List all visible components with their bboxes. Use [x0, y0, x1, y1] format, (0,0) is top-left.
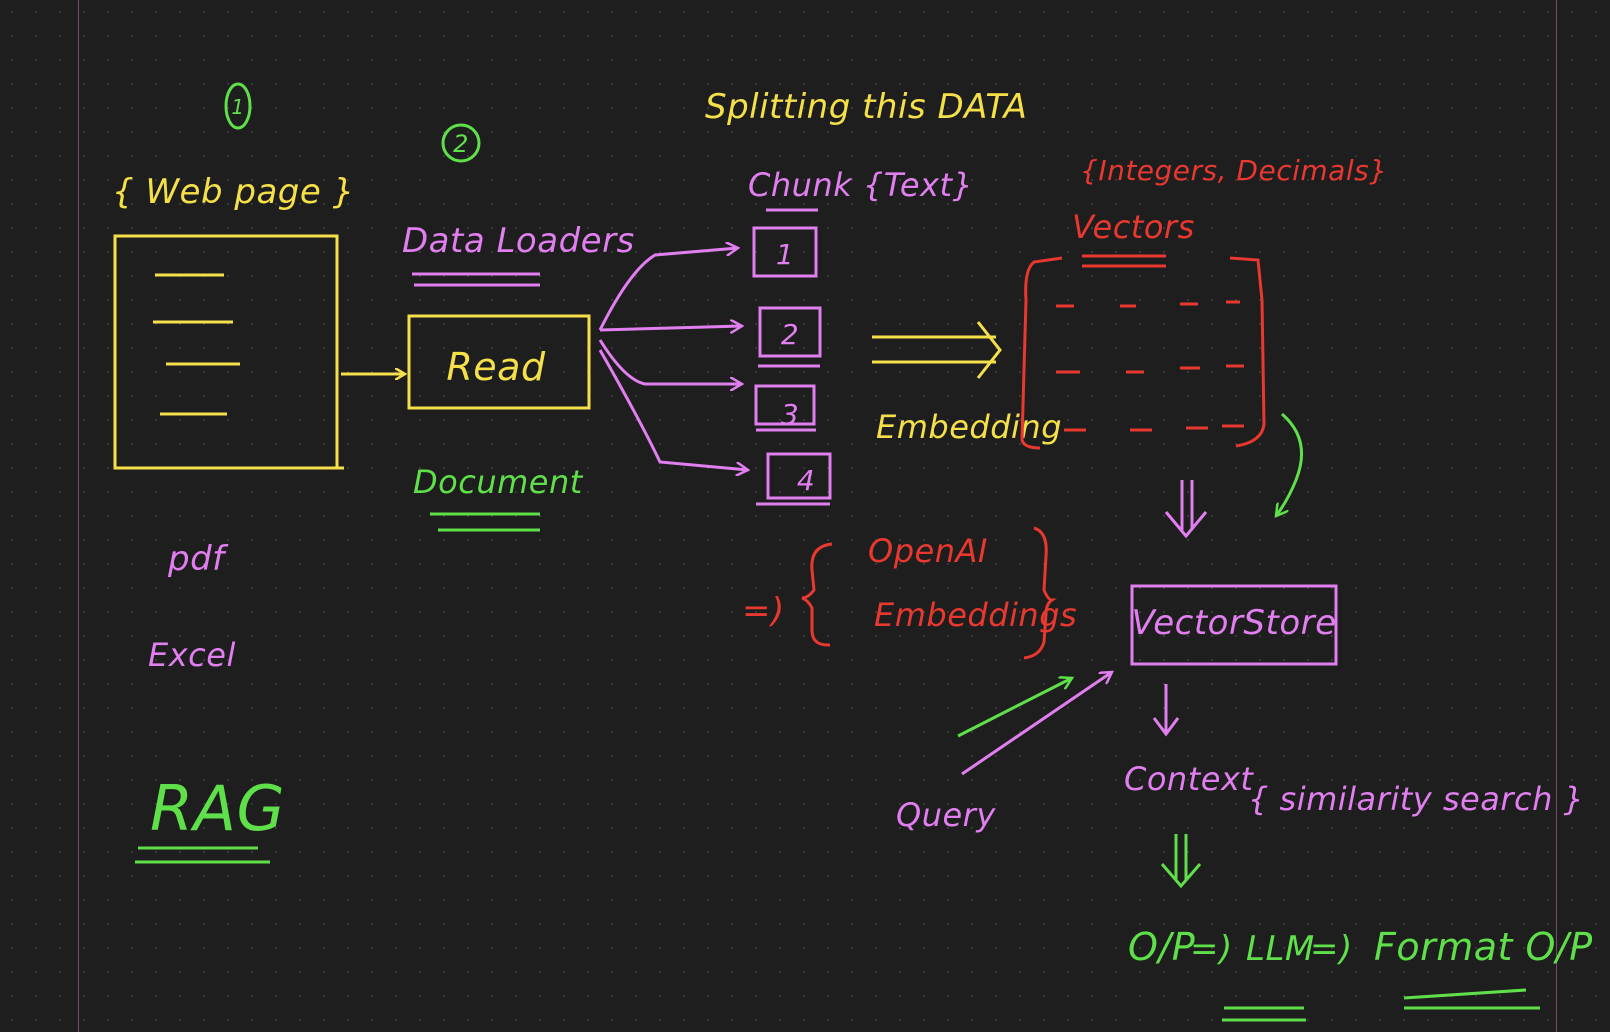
context-to-output-arrow [1160, 834, 1202, 889]
splitting-heading: Splitting this DATA [705, 87, 1027, 127]
left-margin-line [78, 0, 79, 1032]
embedding-label: Embedding [876, 408, 1062, 446]
chunk-number-1: 1 [776, 238, 794, 271]
chunk-box-1: 1 [752, 226, 818, 278]
source-excel: Excel [148, 636, 236, 674]
webpage-box [113, 234, 344, 470]
embedding-arrow [872, 321, 1002, 379]
query-label: Query [896, 796, 996, 834]
rag-title: RAG [150, 772, 285, 845]
step-2-number: 2 [453, 130, 469, 158]
vectors-label: Vectors [1072, 208, 1195, 246]
vector-types: {Integers, Decimals} [1080, 154, 1388, 187]
implies-symbol-embeddings: =) [742, 591, 785, 631]
chunk-number-4: 4 [797, 464, 815, 497]
context-label: Context [1124, 760, 1254, 798]
format-output-label: Format O/P [1374, 925, 1593, 969]
read-label: Read [446, 345, 546, 389]
vectors-curve-arrow [1276, 412, 1304, 516]
document-label: Document [413, 463, 584, 501]
openai-left-brace [801, 542, 833, 647]
chunk-number-3: 3 [781, 398, 799, 431]
source-pdf: pdf [167, 539, 229, 579]
output-arrow-1: =) [1190, 929, 1233, 969]
openai-right-brace [1023, 526, 1057, 660]
chunk-label: Chunk {Text} [748, 166, 973, 204]
vectorstore-label: VectorStore [1131, 603, 1336, 643]
webpage-title: { Web page } [112, 172, 355, 212]
output-llm-label: LLM [1246, 929, 1315, 969]
vectors-to-store-arrow [1164, 480, 1208, 539]
read-box [407, 314, 591, 410]
split-arrows [598, 248, 748, 470]
vectorstore-box [1130, 584, 1338, 666]
step-1-marker: 1 [224, 82, 252, 130]
step-2-marker: 2 [441, 123, 481, 163]
openai-embeddings-label: Embeddings [874, 596, 1077, 634]
output-op-label: O/P [1128, 925, 1195, 969]
chunk-box-3: 3 [754, 384, 816, 432]
data-loaders-label: Data Loaders [402, 221, 635, 261]
chunk-box-4: 4 [756, 452, 832, 506]
output-arrow-2: =) [1310, 929, 1353, 969]
query-green-arrow [957, 678, 1072, 738]
query-pink-arrow [961, 672, 1112, 776]
vector-matrix [1020, 256, 1266, 450]
openai-label: OpenAI [868, 532, 988, 570]
format-underline-1 [1403, 988, 1527, 1000]
store-to-context-arrow [1152, 684, 1180, 737]
chunk-number-2: 2 [781, 318, 799, 351]
chunk-box-2: 2 [758, 306, 822, 368]
step-1-number: 1 [231, 95, 244, 119]
similarity-search-label: { similarity search } [1248, 780, 1584, 818]
right-margin-line [1556, 0, 1557, 1032]
